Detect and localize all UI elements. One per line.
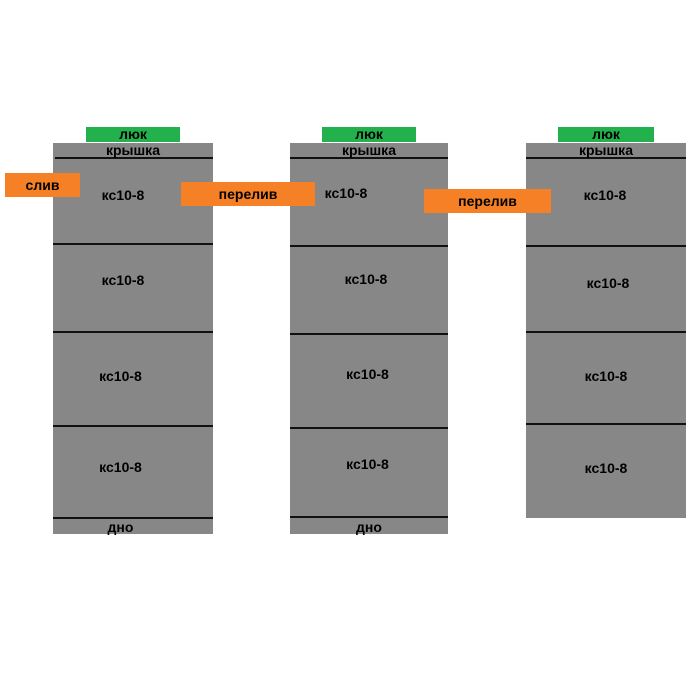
well-1-ring-line-3 [53, 425, 213, 427]
well-2-ring-line-3 [290, 427, 448, 429]
well-2-cover-line [290, 157, 448, 159]
well-3-cover-label: крышка [579, 142, 633, 158]
well-3-ring-line-2 [526, 331, 686, 333]
well-3-ring-2-label: кс10-8 [586, 275, 630, 291]
well-2-ring-1-label: кс10-8 [324, 185, 368, 201]
well-2-ring-line-1 [290, 245, 448, 247]
well-1-bottom-line [53, 517, 213, 519]
well-2-hatch: люк [322, 127, 416, 142]
well-2-ring-4-label: кс10-8 [346, 456, 389, 472]
well-1-ring-line-1 [53, 243, 213, 245]
drain-pipe: слив [5, 173, 80, 197]
well-3-ring-4-label: кс10-8 [584, 460, 628, 476]
well-1-ring-2-label: кс10-8 [101, 272, 145, 288]
well-3 [526, 143, 686, 518]
well-3-ring-line-3 [526, 423, 686, 425]
well-1-hatch: люк [86, 127, 180, 142]
overflow-pipe-1: перелив [181, 182, 315, 206]
well-1-ring-1-label: кс10-8 [101, 187, 145, 203]
well-3-ring-3-label: кс10-8 [584, 368, 628, 384]
well-1-ring-4-label: кс10-8 [99, 459, 142, 475]
well-3-ring-line-1 [526, 245, 686, 247]
well-3-hatch: люк [558, 127, 654, 142]
well-1-ring-3-label: кс10-8 [99, 368, 142, 384]
well-1-ring-line-2 [53, 331, 213, 333]
well-3-cover-line [526, 157, 686, 159]
well-2-bottom-label: дно [356, 519, 382, 535]
well-1-cover-label: крышка [106, 142, 160, 158]
well-2-cover-label: крышка [342, 142, 396, 158]
well-1 [53, 143, 213, 534]
well-1-cover-line [55, 157, 213, 159]
overflow-pipe-2: перелив [424, 189, 551, 213]
well-2-ring-line-2 [290, 333, 448, 335]
well-1-bottom-label: дно [107, 519, 134, 535]
well-2-ring-2-label: кс10-8 [344, 271, 388, 287]
well-3-ring-1-label: кс10-8 [583, 187, 627, 203]
well-2 [290, 143, 448, 534]
well-2-bottom-line [290, 516, 448, 518]
well-2-ring-3-label: кс10-8 [346, 366, 389, 382]
